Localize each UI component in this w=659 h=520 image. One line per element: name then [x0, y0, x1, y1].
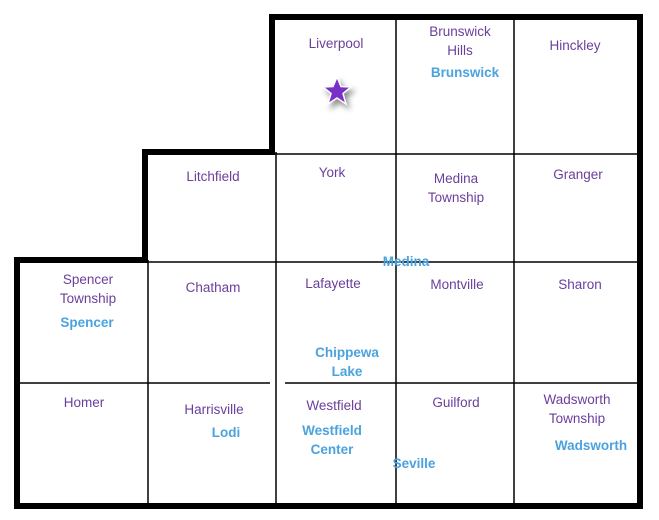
county-border: [14, 14, 643, 509]
city-brunswick: Brunswick: [430, 65, 500, 80]
township-guilford: Guilford: [432, 395, 480, 410]
township-homer: Homer: [63, 395, 105, 410]
township-medina: Medina Township: [427, 171, 485, 205]
city-spencer: Spencer: [60, 315, 114, 330]
township-wadsworth: Wadsworth Township: [543, 392, 611, 426]
township-brunswick-hills: Brunswick Hills: [429, 24, 491, 58]
township-lafayette: Lafayette: [305, 276, 361, 291]
city-wadsworth: Wadsworth: [554, 438, 628, 453]
township-granger: Granger: [553, 167, 603, 182]
township-liverpool: Liverpool: [308, 36, 364, 51]
township-harrisville: Harrisville: [184, 402, 244, 417]
township-sharon: Sharon: [558, 277, 602, 292]
city-westfield-center: Westfield Center: [302, 423, 362, 457]
city-lodi: Lodi: [211, 425, 241, 440]
township-spencer: Spencer Township: [59, 272, 117, 306]
township-york: York: [318, 165, 346, 180]
city-chippewa-lake: Chippewa Lake: [315, 345, 379, 379]
star-icon: [322, 76, 352, 106]
city-seville: Seville: [392, 456, 436, 471]
township-westfield: Westfield: [306, 398, 362, 413]
township-chatham: Chatham: [185, 280, 241, 295]
township-hinckley: Hinckley: [549, 38, 601, 53]
township-litchfield: Litchfield: [186, 169, 240, 184]
city-medina: Medina: [382, 254, 430, 269]
township-montville: Montville: [430, 277, 484, 292]
